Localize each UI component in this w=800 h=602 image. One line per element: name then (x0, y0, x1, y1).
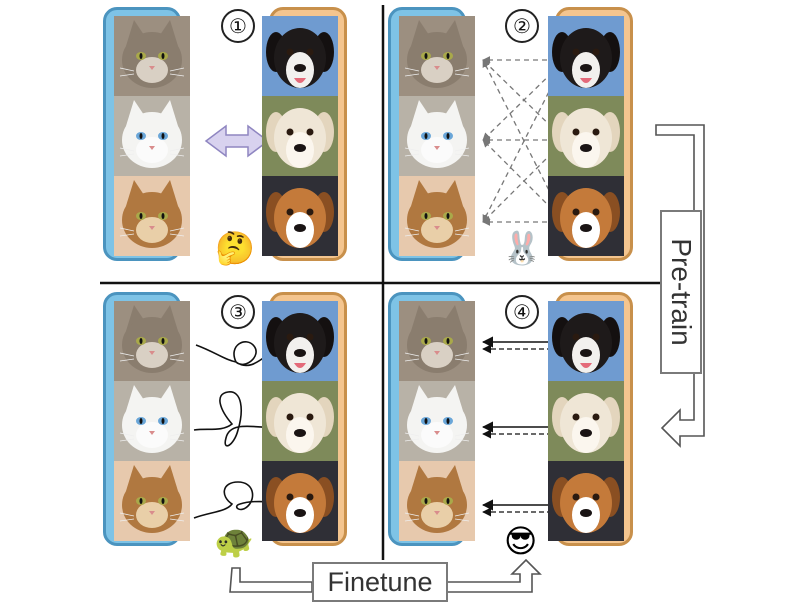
beagle-dog-image (262, 176, 338, 256)
tricolor-collie-dog-image (262, 301, 338, 381)
white-terrier-dog-image (548, 381, 624, 461)
beagle-dog-image (548, 461, 624, 541)
beagle-dog-image (262, 461, 338, 541)
bidirectional-arrow (204, 124, 270, 158)
white-terrier-dog-image (262, 381, 338, 461)
dog-image-column (548, 292, 633, 546)
brown-tabby-cat-image (114, 176, 190, 256)
finetune-label: Finetune (312, 562, 448, 602)
dog-image-column (548, 7, 633, 261)
tricolor-collie-dog-image (548, 16, 624, 96)
brown-tabby-cat-image (399, 461, 475, 541)
cat-image-column (103, 292, 190, 546)
brown-tabby-cat-image (114, 461, 190, 541)
dog-image-column (262, 7, 347, 261)
thinking-face-icon: 🤔 (215, 229, 255, 267)
panel-2-number: ② (505, 9, 539, 43)
turtle-icon: 🐢 (214, 522, 254, 560)
white-cat-image (114, 96, 190, 176)
tabby-cat-image (114, 16, 190, 96)
dog-image-column (262, 292, 347, 546)
tricolor-collie-dog-image (262, 16, 338, 96)
sunglasses-face-icon: 😎 (504, 522, 538, 560)
tricolor-collie-dog-image (548, 301, 624, 381)
pretrain-label: Pre-train (666, 238, 697, 346)
brown-tabby-cat-image (399, 176, 475, 256)
white-cat-image (399, 96, 475, 176)
panel-4-number: ④ (505, 295, 539, 329)
white-cat-image (399, 381, 475, 461)
tabby-cat-image (399, 16, 475, 96)
white-cat-image (114, 381, 190, 461)
panel-3-number: ③ (221, 295, 255, 329)
cat-image-column (103, 7, 190, 261)
cat-image-column (388, 292, 475, 546)
white-terrier-dog-image (548, 96, 624, 176)
white-terrier-dog-image (262, 96, 338, 176)
cat-image-column (388, 7, 475, 261)
tabby-cat-image (114, 301, 190, 381)
rabbit-face-icon: 🐰 (502, 229, 542, 267)
tabby-cat-image (399, 301, 475, 381)
panel-1-number: ① (221, 9, 255, 43)
pretrain-label-box: Pre-train (660, 210, 702, 374)
beagle-dog-image (548, 176, 624, 256)
